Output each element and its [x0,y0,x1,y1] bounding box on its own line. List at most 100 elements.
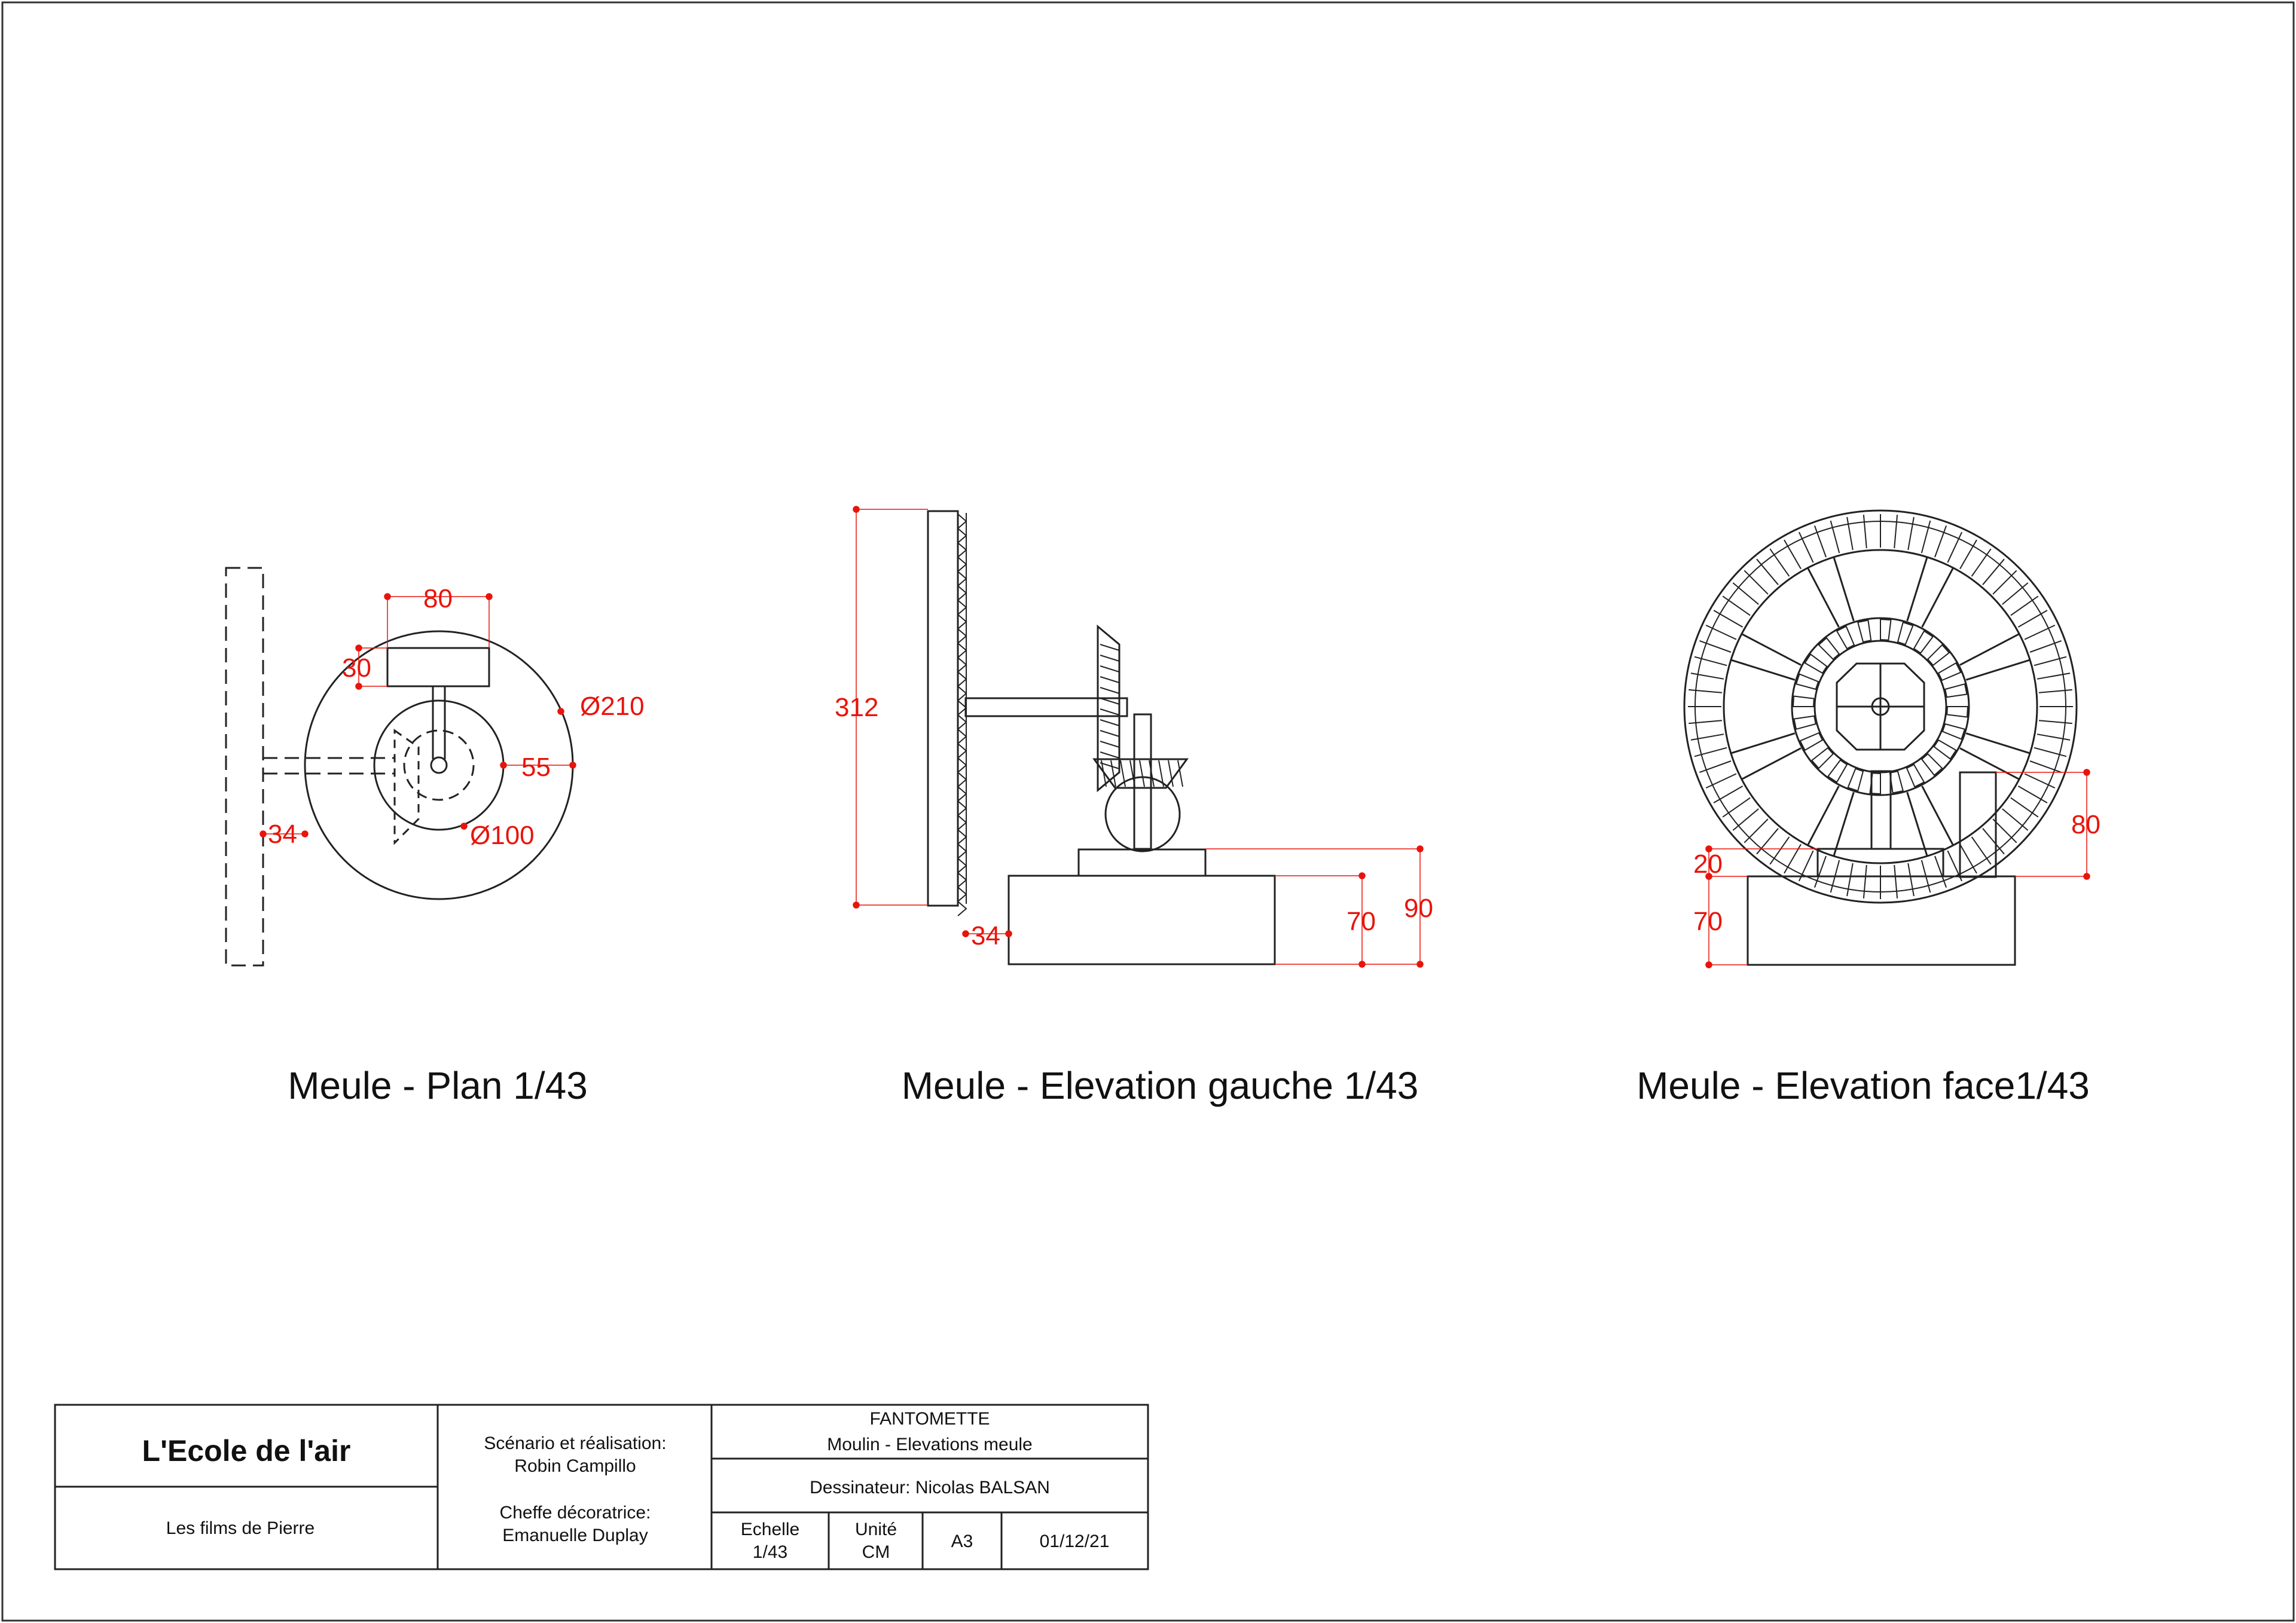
face-rim-tooth [1894,864,1898,898]
face-dim-dot-b [1705,873,1712,880]
face-rim-tooth [1921,520,1931,554]
left-dimension-texts: 312 34 70 90 [835,693,1433,950]
face-base [1747,875,2016,966]
plan-dim-34-text: 34 [268,820,297,849]
plan-dim-55-dot-a [500,762,507,769]
face-rim-tooth [1713,610,1744,628]
face-rim-ring [1694,521,2066,893]
tb-decor-label: Cheffe décoratrice: [500,1503,651,1523]
left-bevel-tooth [1100,741,1120,748]
face-gear-tooth [1827,759,1848,783]
face-spoke-edge [1833,557,1855,622]
face-dimension-lines [1705,769,2090,968]
tb-company: L'Ecole de l'air [142,1434,351,1468]
face-rim-tooth [1813,525,1827,558]
face-rim-tooth [1689,689,1723,693]
left-dim-90-dot-a [1416,845,1424,852]
left-dim-90-text: 90 [1404,894,1433,923]
left-dim-70-text: 70 [1347,907,1376,936]
left-base [1007,875,1276,965]
face-rim-tooth [1971,836,1992,865]
face-gear-tooth [1810,747,1834,769]
left-dim-70-dot-b [1358,961,1366,968]
tb-subject: Moulin - Elevations meule [827,1435,1033,1454]
plan-dim-210-dot [557,708,564,715]
face-axle [1871,697,1890,716]
left-bevel-tooth [1100,751,1120,759]
tb-unit-value: CM [862,1542,890,1562]
plan-dim-55-text: 55 [521,753,551,782]
face-rim-tooth [1863,864,1867,898]
face-gear-inner [1813,640,1947,774]
left-vertical-shaft [1133,713,1152,850]
face-wheel-spokes [1730,557,2031,857]
face-gear-tooth [1946,706,1969,718]
tb-scale-label: Echelle [741,1520,799,1539]
plan-dim-34-dot-a [259,830,267,838]
face-rim-tooth [1863,515,1867,549]
plan-view-title: Meule - Plan 1/43 [288,1064,588,1107]
face-gear-tooth [1795,673,1819,690]
plan-axle [430,756,448,774]
face-dimension-texts: 80 20 70 [1693,810,2100,936]
plan-dimension-lines [259,593,576,838]
plan-dim-55-dot-b [569,762,576,769]
face-rim-tooth [1744,570,1769,595]
left-bevel-tooth [1100,687,1120,694]
left-bevel-teeth [1100,644,1183,787]
left-bevel-tooth [1100,644,1120,651]
plan-dim-100-text: Ø100 [470,821,535,850]
left-bevel-tooth [1100,655,1120,662]
left-arm [964,697,1128,717]
face-gear-tooth [1906,763,1925,788]
face-gear-tooth [1944,683,1968,698]
face-rim-tooth [1705,624,1737,640]
plan-gear-half-hidden [393,729,420,845]
plan-wall-hidden [225,567,264,967]
tb-scale-value: 1/43 [753,1542,787,1562]
left-ball [1104,776,1181,852]
face-upright-right [1959,771,1997,878]
plan-dim-34-dot-b [301,830,309,838]
face-rim-tooth [1846,863,1854,897]
plan-dim-80-text: 80 [423,584,453,613]
plan-gear-hidden [403,729,475,801]
left-bevel-tooth [1100,665,1120,673]
left-wheel-profile [927,510,959,907]
face-rim-tooth [1982,828,2005,855]
face-rim-tooth [2038,720,2072,725]
face-rim-tooth [2002,582,2029,605]
left-collar [1077,848,1207,877]
left-bevel-tooth-h [1110,760,1116,787]
tb-format: A3 [951,1532,973,1551]
face-rim-tooth [1705,773,1737,789]
face-spoke-edge [1959,747,2020,780]
plan-beam [386,647,490,687]
face-gear-tooth [1926,644,1950,667]
face-rim-tooth [2010,595,2039,616]
face-rim-tooth [1694,747,1727,757]
face-rim-tooth [1713,785,1744,803]
face-gear-teeth [1792,618,1969,795]
face-hub-octagon [1836,662,1925,751]
left-bevel-tooth [1100,719,1120,726]
left-dim-312-text: 312 [835,693,878,722]
face-rim-tooth [1690,673,1724,680]
left-dim-312-dot-b [853,901,860,909]
face-gear-tooth [1857,619,1872,643]
left-dim-312-dot-a [853,506,860,513]
plan-dim-30-text: 30 [342,653,371,683]
tb-date: 01/12/21 [1040,1532,1110,1551]
face-gear-tooth [1933,739,1957,760]
face-rim-tooth [1959,539,1977,570]
left-elevation-view [927,510,1276,965]
face-rim-tooth [2017,610,2048,628]
face-rim-tooth [1784,539,1802,570]
face-rim-tooth [1934,855,1947,888]
left-bevel-tooth [1100,676,1120,683]
tb-decor-name: Emanuelle Duplay [502,1526,648,1545]
face-spoke-edge [1965,732,2031,754]
face-gear-tooth [1869,772,1881,795]
face-spoke-edge [1807,785,1840,846]
face-gear-tooth [1818,637,1840,661]
